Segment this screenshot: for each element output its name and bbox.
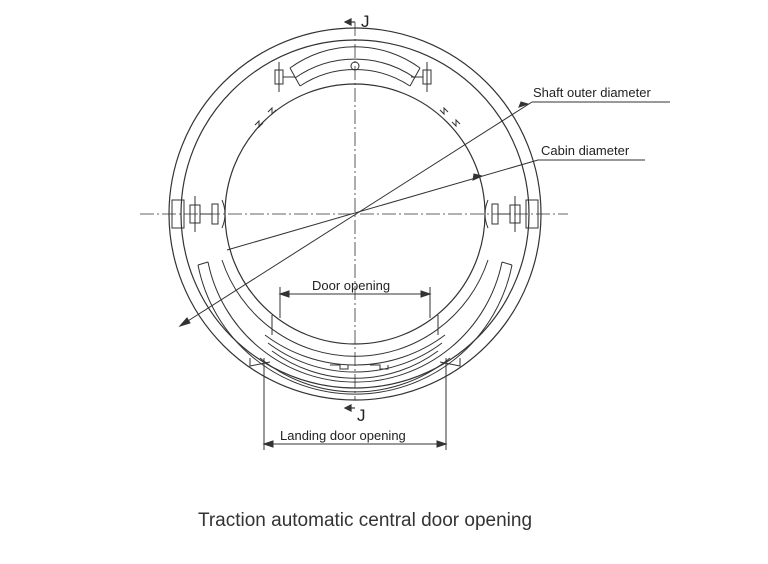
right-guide-rail (484, 196, 539, 232)
diagram-caption: Traction automatic central door opening (197, 510, 533, 531)
cabin-diameter-leader (226, 159, 645, 251)
center-lines (140, 22, 568, 400)
cabin-diameter-label: Cabin diameter (541, 143, 630, 158)
section-label-bottom: J (357, 406, 366, 425)
landing-door-dimension (262, 358, 448, 450)
shaft-diameter-leader (178, 101, 670, 327)
elevator-shaft-diagram: J J Shaft outer diameter Cabin diameter … (140, 12, 670, 450)
section-markers (343, 18, 355, 412)
top-guide-assembly (254, 46, 461, 129)
door-opening-label: Door opening (312, 278, 390, 293)
door-opening-dimension (278, 287, 432, 318)
landing-door-opening-label: Landing door opening (280, 428, 406, 443)
section-label-top: J (361, 12, 370, 31)
door-assembly (197, 259, 513, 395)
shaft-outer-diameter-label: Shaft outer diameter (533, 85, 651, 100)
left-guide-rail (171, 196, 226, 232)
